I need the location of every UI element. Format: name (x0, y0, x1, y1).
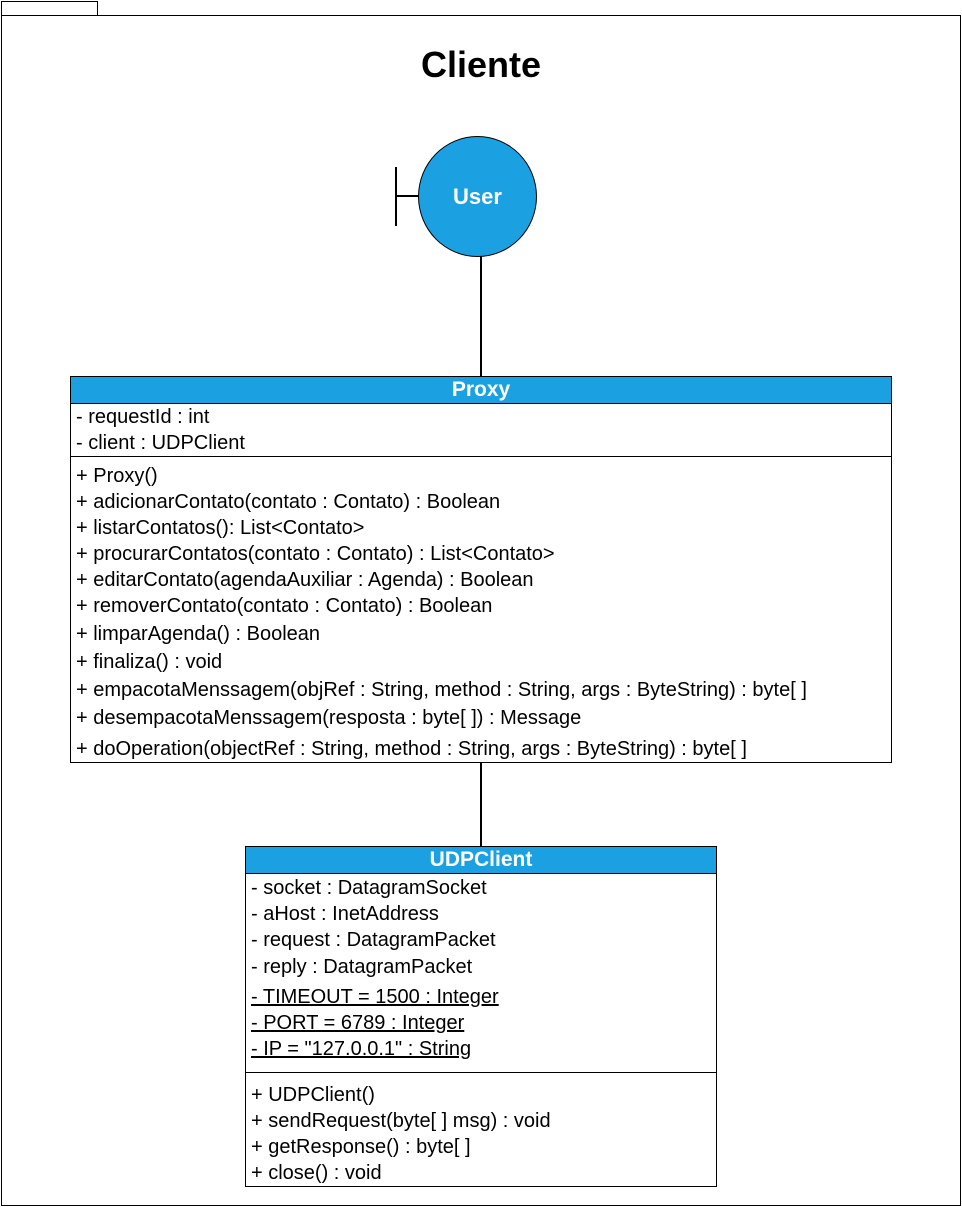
package-tab (1, 1, 98, 16)
method: + limparAgenda() : Boolean (76, 623, 321, 645)
class-udpclient[interactable]: UDPClient - socket : DatagramSocket - aH… (245, 846, 717, 1187)
attribute: - client : UDPClient (76, 432, 245, 454)
class-udpclient-name: UDPClient (246, 847, 716, 874)
proxy-methods: + Proxy() + adicionarContato(contato : C… (71, 457, 891, 765)
method: + procurarContatos(contato : Contato) : … (76, 543, 555, 565)
connector-user-proxy (480, 256, 482, 377)
static-attribute: - PORT = 6789 : Integer (251, 1012, 465, 1034)
method: + finaliza() : void (76, 651, 223, 673)
proxy-attributes: - requestId : int - client : UDPClient (71, 404, 891, 457)
attribute: - aHost : InetAddress (251, 903, 439, 925)
method: + doOperation(objectRef : String, method… (76, 738, 747, 760)
attribute: - requestId : int (76, 406, 210, 428)
connector-proxy-udpclient (480, 762, 482, 847)
method: + adicionarContato(contato : Contato) : … (76, 491, 501, 513)
attribute: - reply : DatagramPacket (251, 956, 473, 978)
class-proxy-name: Proxy (71, 377, 891, 404)
method: + editarContato(agendaAuxiliar : Agenda)… (76, 569, 534, 591)
package-title: Cliente (420, 44, 542, 85)
udpclient-attributes: - socket : DatagramSocket - aHost : Inet… (246, 875, 716, 1073)
actor-label: User (453, 183, 502, 209)
actor-user[interactable]: User (418, 136, 537, 257)
method: + getResponse() : byte[ ] (251, 1136, 471, 1158)
method: + sendRequest(byte[ ] msg) : void (251, 1110, 551, 1132)
attribute: - request : DatagramPacket (251, 929, 496, 951)
method: + close() : void (251, 1162, 382, 1184)
static-attribute: - IP = "127.0.0.1" : String (251, 1038, 472, 1060)
method: + Proxy() (76, 465, 158, 487)
method: + empacotaMenssagem(objRef : String, met… (76, 679, 807, 701)
udpclient-methods: + UDPClient() + sendRequest(byte[ ] msg)… (246, 1073, 716, 1186)
class-proxy[interactable]: Proxy - requestId : int - client : UDPCl… (70, 376, 892, 763)
static-attribute: - TIMEOUT = 1500 : Integer (251, 986, 499, 1008)
method: + removerContato(contato : Contato) : Bo… (76, 595, 493, 617)
method: + listarContatos(): List<Contato> (76, 517, 365, 539)
method: + desempacotaMenssagem(resposta : byte[ … (76, 707, 582, 729)
attribute: - socket : DatagramSocket (251, 877, 487, 899)
boundary-stem (395, 195, 419, 197)
method: + UDPClient() (251, 1084, 375, 1106)
